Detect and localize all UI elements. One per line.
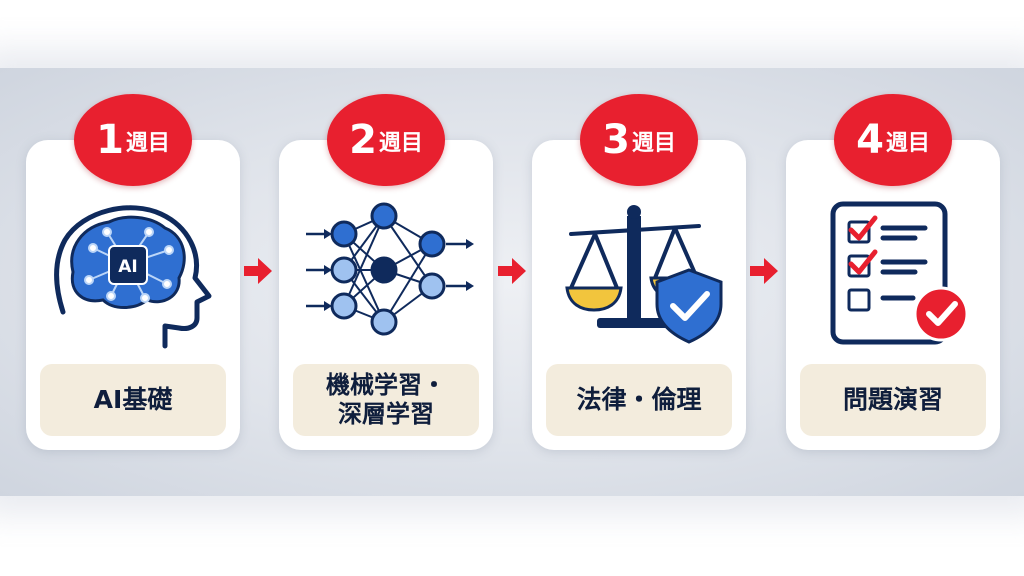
ai-chip-label: AI bbox=[118, 257, 137, 277]
step-label-box: 問題演習 bbox=[800, 364, 986, 436]
step-label: 機械学習・ 深層学習 bbox=[326, 371, 446, 428]
week-unit: 週目 bbox=[885, 131, 930, 156]
week-number: 4 bbox=[856, 117, 884, 163]
checklist-icon bbox=[830, 201, 969, 345]
step-label-box: 法律・倫理 bbox=[546, 364, 732, 436]
arrow-right-icon bbox=[750, 258, 778, 284]
arrow-right-icon bbox=[498, 258, 526, 284]
week-badge: 1 週目 bbox=[74, 94, 192, 186]
week-badge: 3 週目 bbox=[580, 94, 698, 186]
step-card-week-4: 4 週目 問題演習 bbox=[786, 94, 1000, 450]
arrow-right-icon bbox=[244, 258, 272, 284]
step-label: AI基礎 bbox=[93, 385, 173, 414]
week-number: 1 bbox=[96, 117, 124, 163]
week-number: 2 bbox=[349, 117, 377, 163]
week-unit: 週目 bbox=[125, 131, 170, 156]
step-label: 法律・倫理 bbox=[576, 385, 702, 414]
week-badge: 2 週目 bbox=[327, 94, 445, 186]
neural-network-icon bbox=[306, 202, 474, 336]
step-card-week-3: 3 週目 法律・倫理 bbox=[532, 94, 746, 450]
step-label-box: AI基礎 bbox=[40, 364, 226, 436]
week-badge: 4 週目 bbox=[834, 94, 952, 186]
week-number: 3 bbox=[602, 117, 630, 163]
scales-shield-icon bbox=[565, 205, 723, 344]
step-label: 問題演習 bbox=[842, 385, 943, 414]
step-label-box: 機械学習・ 深層学習 bbox=[293, 364, 479, 436]
week-unit: 週目 bbox=[378, 131, 423, 156]
week-unit: 週目 bbox=[631, 131, 676, 156]
step-card-week-2: 2 週目 機械学習・ 深層学 bbox=[279, 94, 493, 450]
step-card-week-1: 1 週目 AI AI基礎 bbox=[26, 94, 240, 450]
ai-brain-icon: AI bbox=[54, 205, 212, 349]
